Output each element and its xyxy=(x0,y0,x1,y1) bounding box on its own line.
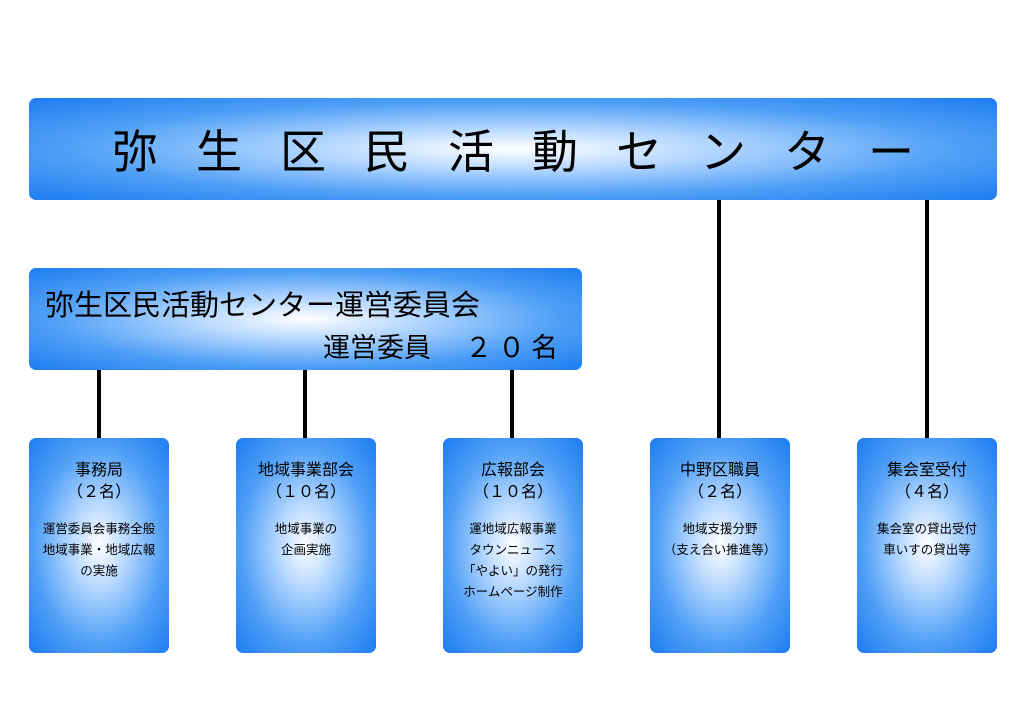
connector-committee-to-pr xyxy=(510,370,514,438)
unit-count: （４名） xyxy=(894,482,959,501)
unit-description-line: 地域事業・地域広報 xyxy=(42,542,156,557)
unit-count: （２名） xyxy=(687,482,752,501)
unit-description-line: 集会室の貸出受付 xyxy=(876,521,977,536)
unit-count: （２名） xyxy=(66,482,131,501)
center-title: 弥生区民活動センター xyxy=(112,125,952,179)
committee-box: 弥生区民活動センター運営委員会 運営委員 ２０名 xyxy=(29,268,582,370)
unit-count: （１０名） xyxy=(265,482,346,501)
unit-description-line: 地域事業の xyxy=(274,521,338,536)
committee-members-label: 運営委員 xyxy=(323,333,431,364)
committee-members: 運営委員 ２０名 xyxy=(323,326,564,365)
unit-box-office: 事務局 （２名） 運営委員会事務全般 地域事業・地域広報 の実施 xyxy=(29,438,169,653)
unit-name: 地域事業部会 xyxy=(257,460,354,479)
unit-count: （１０名） xyxy=(472,482,553,501)
unit-description-line: の実施 xyxy=(80,563,118,578)
committee-members-count: ２０名 xyxy=(465,333,564,364)
unit-description: 運地域広報事業 タウンニュース 「やよい」の発行 ホームページ制作 xyxy=(443,518,583,602)
unit-description-line: 「やよい」の発行 xyxy=(462,563,563,578)
unit-description: 地域事業の 企画実施 xyxy=(236,518,376,560)
committee-title: 弥生区民活動センター運営委員会 xyxy=(45,288,481,322)
unit-description-line: （支え合い推進等） xyxy=(663,542,777,557)
unit-name: 広報部会 xyxy=(480,460,545,479)
connector-center-to-reception xyxy=(925,200,929,438)
unit-box-reception: 集会室受付 （４名） 集会室の貸出受付 車いすの貸出等 xyxy=(857,438,997,653)
unit-name: 事務局 xyxy=(74,460,123,479)
unit-description: 運営委員会事務全般 地域事業・地域広報 の実施 xyxy=(29,518,169,581)
unit-box-events: 地域事業部会 （１０名） 地域事業の 企画実施 xyxy=(236,438,376,653)
center-title-box: 弥生区民活動センター xyxy=(29,98,997,200)
unit-description-line: 企画実施 xyxy=(280,542,331,557)
unit-box-staff: 中野区職員 （２名） 地域支援分野 （支え合い推進等） xyxy=(650,438,790,653)
connector-center-to-staff xyxy=(717,200,721,438)
unit-name: 集会室受付 xyxy=(886,460,967,479)
unit-name: 中野区職員 xyxy=(679,460,760,479)
connector-committee-to-office xyxy=(97,370,101,438)
connector-committee-to-events xyxy=(303,370,307,438)
unit-description: 地域支援分野 （支え合い推進等） xyxy=(650,518,790,560)
unit-description-line: 運営委員会事務全般 xyxy=(42,521,156,536)
unit-box-pr: 広報部会 （１０名） 運地域広報事業 タウンニュース 「やよい」の発行 ホームペ… xyxy=(443,438,583,653)
unit-description-line: 車いすの貸出等 xyxy=(883,542,971,557)
unit-description: 集会室の貸出受付 車いすの貸出等 xyxy=(857,518,997,560)
unit-description-line: 運地域広報事業 xyxy=(469,521,557,536)
unit-description-line: ホームページ制作 xyxy=(463,584,563,599)
unit-description-line: タウンニュース xyxy=(469,542,557,557)
unit-description-line: 地域支援分野 xyxy=(682,521,758,536)
